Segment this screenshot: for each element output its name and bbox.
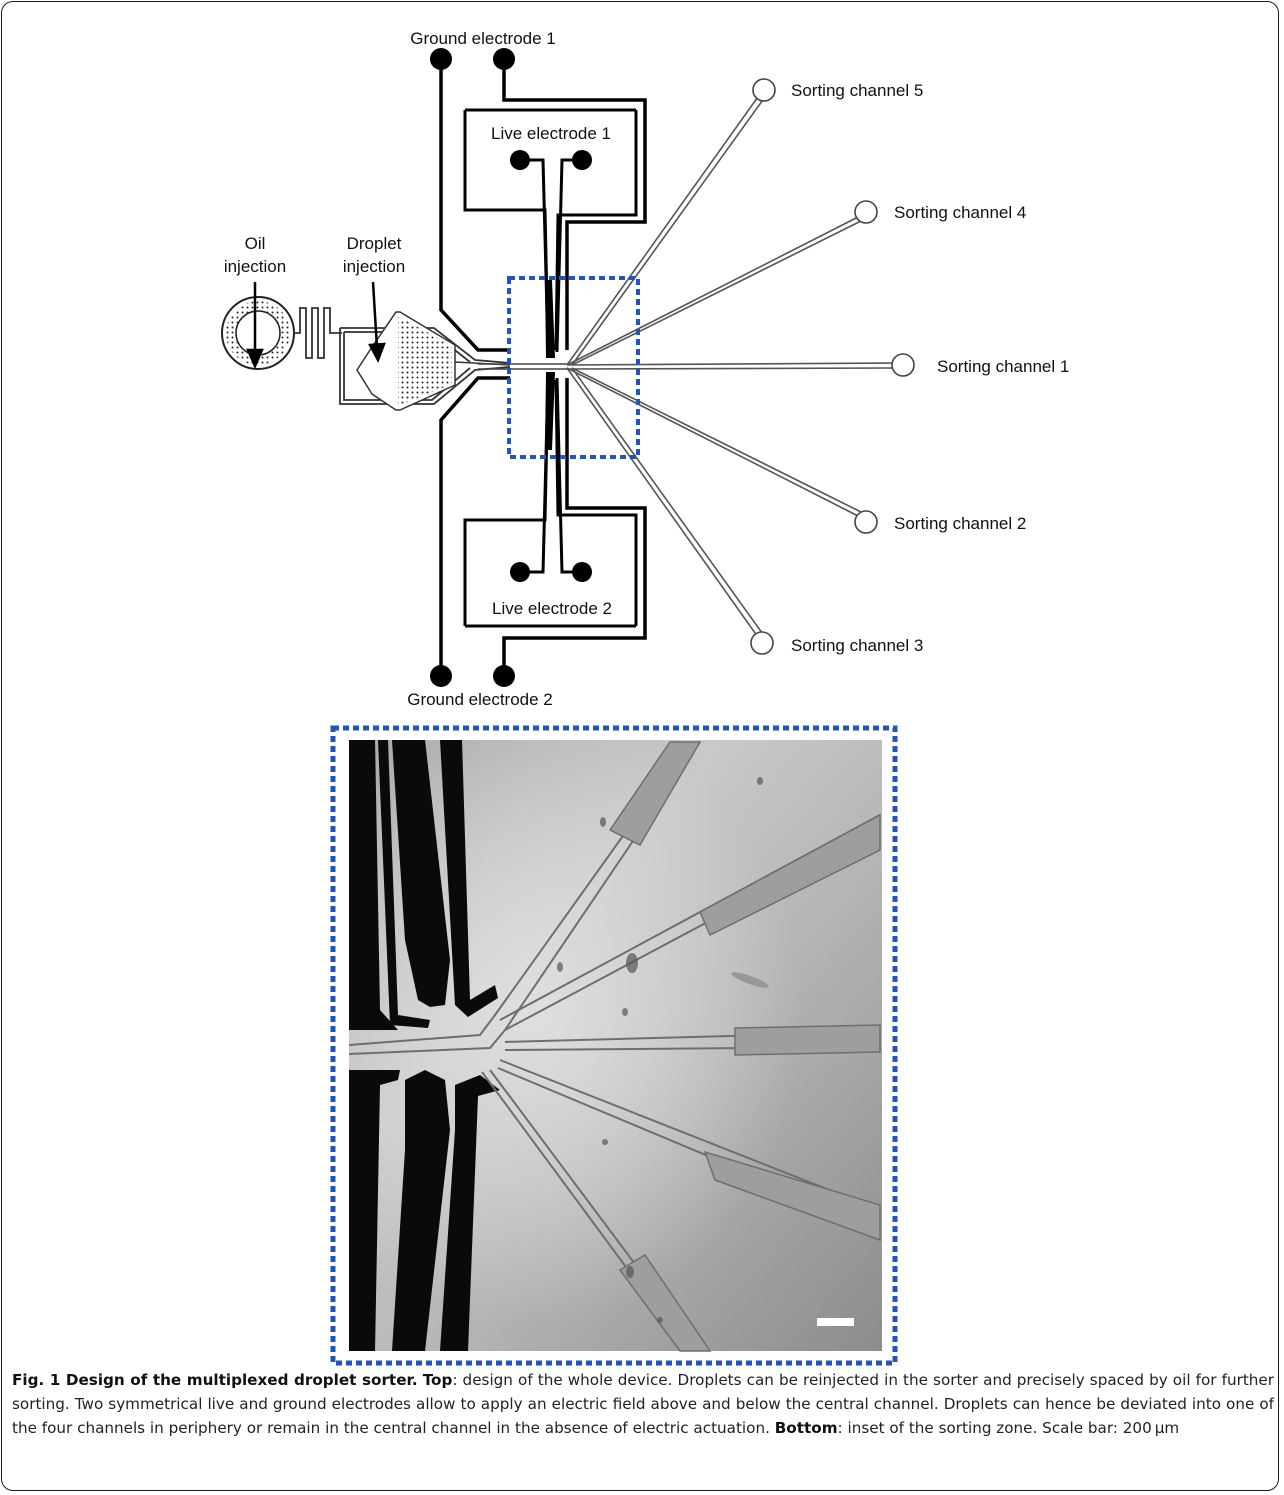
- droplet-filter: [356, 311, 511, 411]
- oil-injection-label-line1: Oil: [245, 234, 266, 253]
- inset-dashed-border: [330, 725, 898, 1366]
- ground-electrode-2-label: Ground electrode 2: [407, 690, 553, 709]
- ground-electrode-1-traces: [439, 59, 647, 352]
- central-channel: [478, 363, 567, 370]
- inset-region-box: [507, 276, 640, 459]
- sorting-channel-2-label: Sorting channel 2: [894, 514, 1026, 533]
- electrode-pads: [430, 48, 592, 687]
- figure-caption: Fig. 1 Design of the multiplexed droplet…: [12, 1368, 1274, 1440]
- oil-injection-label-line2: injection: [224, 257, 286, 276]
- oil-serpentine: [294, 307, 342, 359]
- droplet-injection-label-line1: Droplet: [347, 234, 402, 253]
- caption-fig-label: Fig. 1 Design of the multiplexed droplet…: [12, 1371, 418, 1389]
- sorting-outlets[interactable]: [750, 78, 915, 655]
- caption-bottom-text: : inset of the sorting zone. Scale bar: …: [837, 1419, 1180, 1437]
- sorting-channel-3-label: Sorting channel 3: [791, 636, 923, 655]
- injection-arrows: [246, 281, 386, 370]
- sorting-channel-5-label: Sorting channel 5: [791, 81, 923, 100]
- live-electrode-2-label: Live electrode 2: [492, 599, 612, 618]
- live-electrode-1-label: Live electrode 1: [491, 124, 611, 143]
- caption-top-text: : design of the whole device. Droplets c…: [12, 1371, 1274, 1437]
- inset-micrograph: [348, 740, 882, 1352]
- caption-bottom-label: Bottom: [774, 1419, 838, 1437]
- droplet-injection-label-line2: injection: [343, 257, 405, 276]
- sorting-channels: [566, 93, 895, 641]
- ground-electrode-2-traces: [439, 376, 647, 676]
- sorting-channel-4-label: Sorting channel 4: [894, 203, 1026, 222]
- oil-inlet[interactable]: [221, 296, 295, 370]
- sorting-channel-1-label: Sorting channel 1: [937, 357, 1069, 376]
- caption-top-label: Top: [422, 1371, 453, 1389]
- ground-electrode-1-label: Ground electrode 1: [410, 29, 556, 48]
- scale-bar: [817, 1318, 854, 1326]
- center-electrode-bundle: [545, 280, 555, 450]
